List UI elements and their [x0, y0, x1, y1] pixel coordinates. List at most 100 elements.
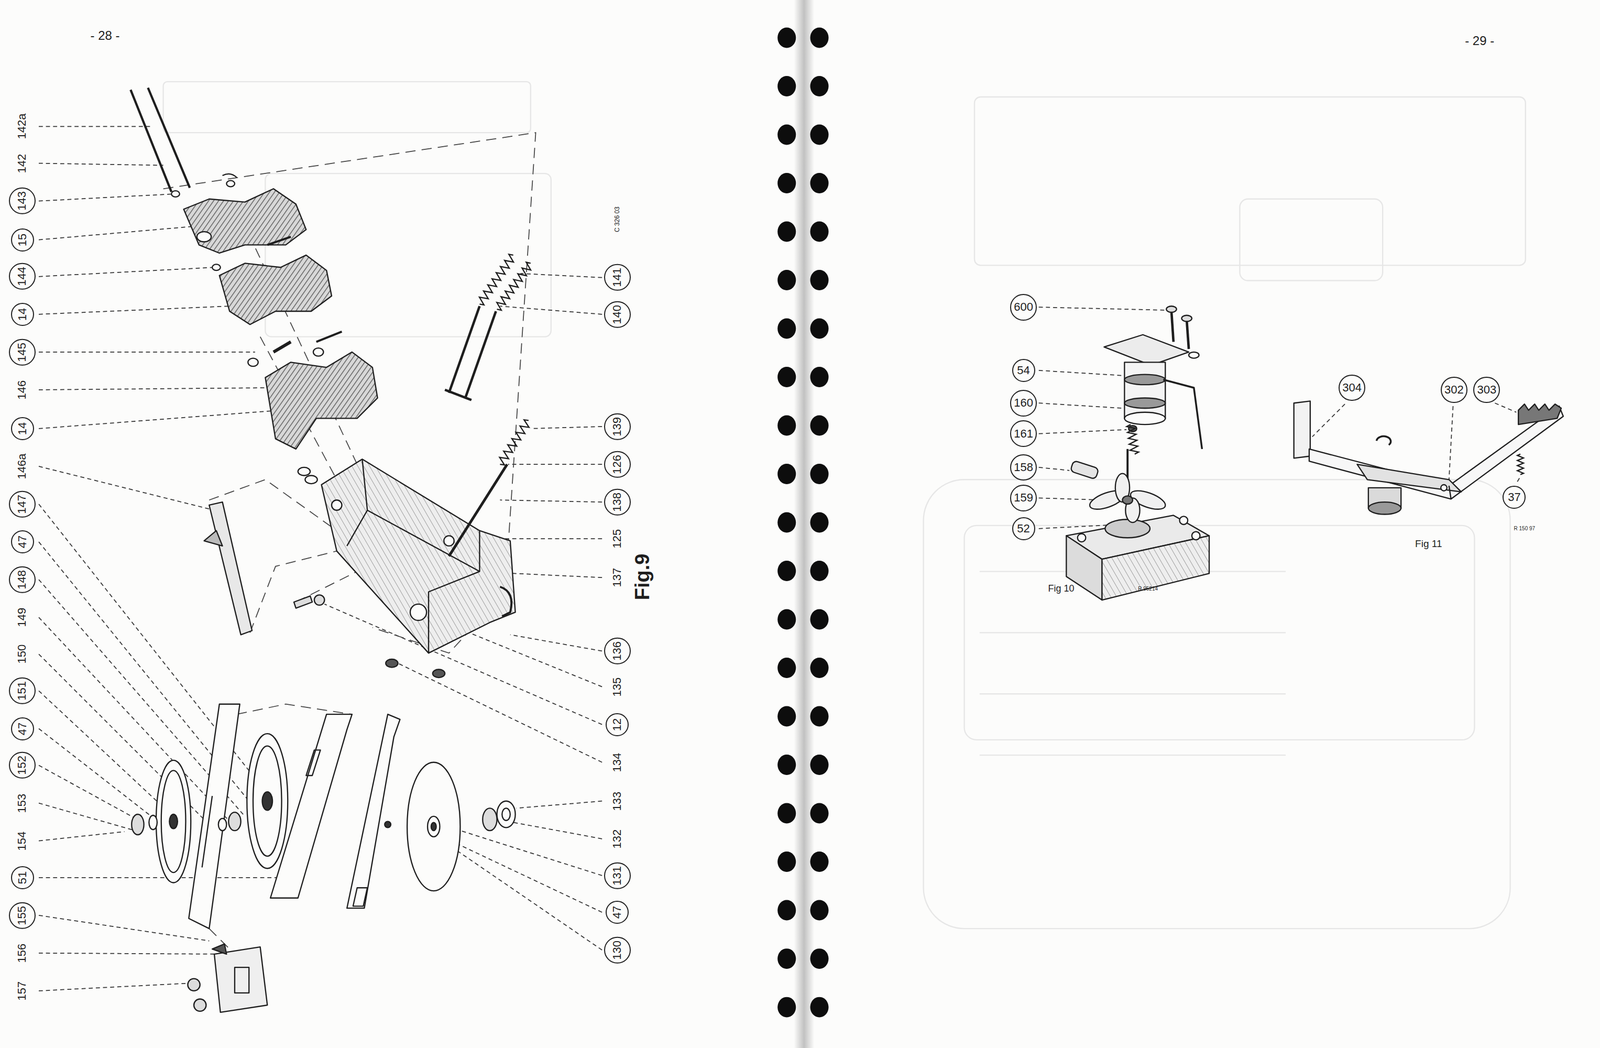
leader-line [508, 821, 602, 839]
leader-line [38, 410, 281, 429]
callout-number: 151 [16, 681, 29, 701]
callout-circle: 14 [11, 302, 35, 326]
binding-hole [809, 560, 829, 582]
binding-hole [777, 27, 796, 49]
callout-number: 54 [1016, 364, 1030, 377]
figure-title: Fig.9 [631, 553, 654, 600]
drawing-code: R 150 97 [1514, 525, 1536, 532]
binding-hole [809, 706, 829, 727]
callout-circle: 131 [604, 862, 631, 890]
binding-hole [777, 366, 796, 388]
binding-hole [777, 172, 796, 194]
part-number: 150 [16, 644, 29, 664]
callout-number: 303 [1476, 384, 1497, 396]
leader-line [38, 267, 215, 277]
callout-circle: 12 [605, 713, 629, 737]
callout-circle: 47 [11, 530, 35, 554]
callout-number: 47 [16, 535, 29, 549]
callout-circle: 54 [1012, 358, 1036, 382]
spring [1517, 454, 1524, 475]
callout-circle: 145 [8, 338, 36, 366]
callout-number: 136 [611, 641, 623, 661]
leader-line [1038, 402, 1123, 409]
leader-line [1038, 307, 1169, 311]
binding-hole [777, 269, 796, 291]
leader-line [38, 982, 201, 991]
binding-hole [809, 75, 829, 97]
part-number: 146 [16, 380, 29, 400]
figure-title: Fig 11 [1415, 538, 1442, 550]
leader-line [38, 765, 144, 823]
leader-line [1038, 467, 1070, 471]
leader-line [499, 499, 602, 502]
callout-circle: 37 [1502, 485, 1526, 509]
part-number: 142a [16, 113, 29, 140]
callout-number: 160 [1013, 397, 1034, 409]
callout-number: 14 [16, 308, 29, 321]
callout-circle: 138 [604, 488, 631, 516]
part-number: 142 [16, 153, 29, 173]
part-number: 153 [16, 793, 29, 813]
binding-hole [809, 900, 829, 921]
binding-hole [809, 657, 829, 678]
leader-line [38, 351, 256, 353]
part-number: 133 [610, 791, 624, 812]
callout-circle: 600 [1010, 293, 1037, 321]
page-number: - 29 - [1464, 34, 1495, 48]
part-number: 157 [16, 981, 29, 1001]
part-number: 146a [16, 453, 29, 480]
binding-hole [809, 269, 829, 291]
callout-circle: 47 [605, 900, 629, 924]
callout-number: 148 [16, 570, 29, 590]
leader-line [530, 426, 602, 429]
callout-circle: 148 [8, 566, 36, 594]
callout-number: 145 [16, 342, 29, 363]
callout-circle: 15 [11, 228, 35, 252]
callout-circle: 143 [8, 187, 36, 215]
callout-number: 304 [1342, 381, 1362, 394]
binding-hole [777, 900, 796, 921]
callout-circle: 303 [1473, 376, 1500, 404]
binding-hole [809, 124, 829, 146]
binding-hole [777, 803, 796, 824]
part-number: 137 [610, 567, 624, 588]
callout-circle: 130 [604, 936, 631, 964]
leader-line [38, 803, 139, 832]
leader-line [1312, 403, 1345, 437]
callout-number: 51 [16, 871, 29, 884]
binding-hole [809, 318, 829, 339]
leader-line [1494, 402, 1517, 413]
leader-line [398, 663, 603, 763]
leader-line [38, 952, 223, 955]
leader-line [38, 126, 153, 128]
part-number: 125 [610, 529, 624, 549]
leader-line [38, 617, 231, 823]
callout-circle: 151 [8, 677, 36, 705]
binding-hole [777, 221, 796, 243]
part-number: 132 [610, 829, 624, 849]
callout-circle: 47 [11, 717, 35, 741]
part-number: 135 [610, 676, 624, 697]
binding-hole [809, 996, 829, 1018]
callout-circle: 140 [604, 301, 631, 328]
binding-hole [809, 415, 829, 436]
callout-number: 143 [16, 191, 29, 211]
leader-line [436, 836, 603, 950]
callout-number: 144 [16, 266, 29, 287]
callout-number: 147 [16, 494, 29, 514]
leader-line [510, 634, 602, 651]
callout-number: 158 [1013, 461, 1034, 474]
callout-number: 15 [16, 233, 29, 246]
binding-hole [777, 996, 796, 1018]
callout-circle: 51 [11, 866, 35, 890]
part-number: 156 [16, 943, 29, 963]
callout-number: 155 [16, 905, 29, 926]
callout-number: 14 [16, 422, 29, 435]
figure-title: Fig 10 [1048, 583, 1075, 595]
leader-line [1038, 370, 1123, 376]
binding-hole [777, 560, 796, 582]
binding-hole [777, 754, 796, 775]
binding-hole [777, 609, 796, 630]
